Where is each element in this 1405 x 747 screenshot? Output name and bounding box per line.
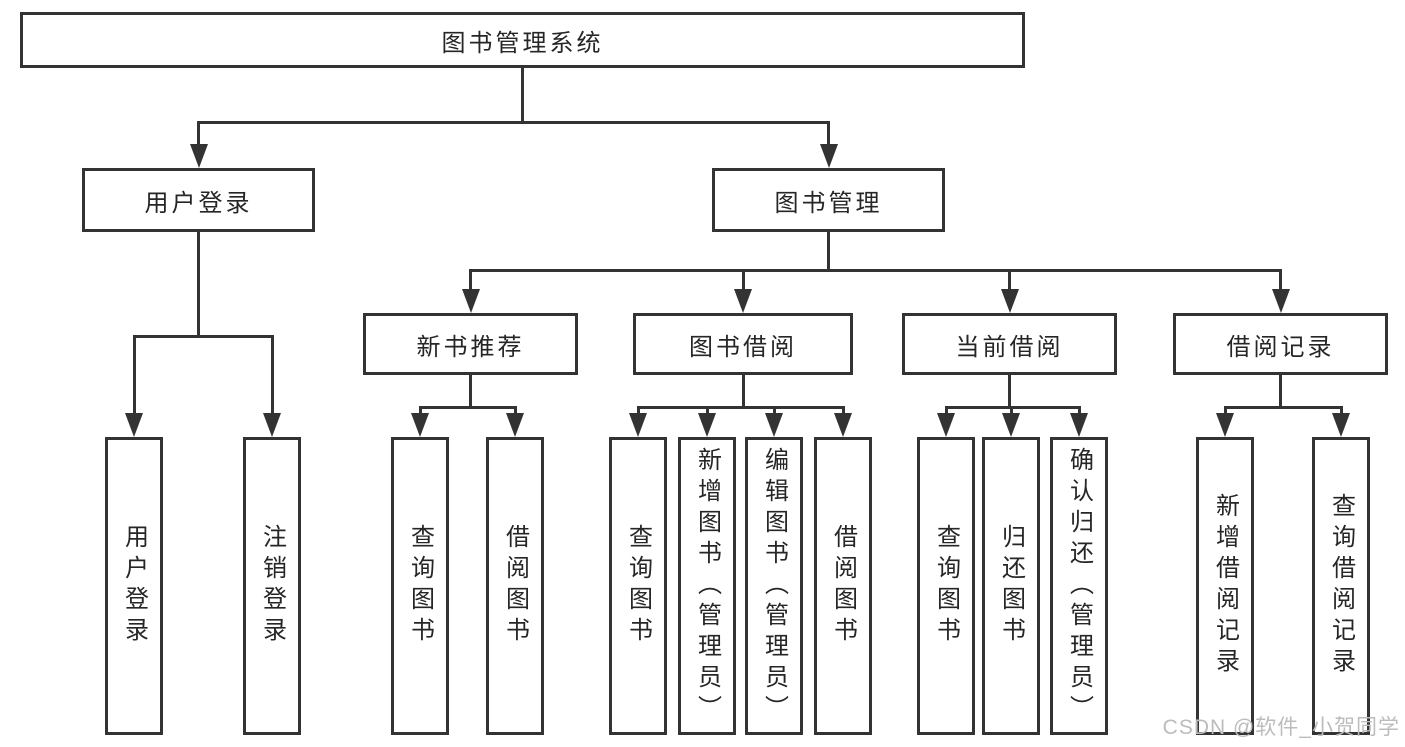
connector-line: [1009, 407, 1013, 417]
connector-arrowhead: [937, 413, 955, 437]
node-cur-return: 归还图书: [982, 437, 1040, 735]
node-root: 图书管理系统: [20, 12, 1025, 68]
node-label: 借阅图书: [829, 524, 857, 648]
node-cur-query: 查询图书: [917, 437, 975, 735]
connector-line: [741, 270, 745, 293]
connector-arrowhead: [734, 289, 752, 313]
connector-line: [197, 120, 830, 124]
connector-arrowhead: [1332, 413, 1350, 437]
node-label: 新书推荐: [416, 333, 525, 361]
node-label: 用户登录: [144, 189, 253, 217]
connector-arrowhead: [1070, 413, 1088, 437]
connector-line: [827, 232, 830, 272]
connector-line: [944, 407, 948, 417]
connector-arrowhead: [1271, 289, 1290, 313]
node-recs-query: 查询借阅记录: [1312, 437, 1370, 735]
connector-line: [1223, 407, 1227, 417]
node-current: 当前借阅: [902, 313, 1117, 375]
node-recommend: 新书推荐: [363, 313, 578, 375]
node-rec-borrow: 借阅图书: [486, 437, 544, 735]
connector-line: [418, 407, 422, 417]
node-login-logout: 注销登录: [243, 437, 301, 735]
connector-line: [636, 405, 845, 409]
node-label: 借阅记录: [1226, 333, 1335, 361]
connector-line: [521, 68, 524, 124]
connector-line: [418, 405, 517, 409]
connector-line: [772, 407, 776, 417]
node-label: 用户登录: [120, 524, 148, 648]
connector-line: [513, 407, 517, 417]
connector-line: [1279, 375, 1282, 409]
node-borrow: 图书借阅: [633, 313, 853, 375]
node-label: 图书管理系统: [441, 29, 604, 57]
connector-arrowhead: [461, 289, 480, 313]
node-cur-confirm: 确认归还（管理员）: [1050, 437, 1108, 735]
connector-line: [1077, 407, 1081, 417]
connector-line: [1008, 375, 1011, 409]
node-label: 新增图书（管理员）: [693, 446, 721, 726]
node-label: 借阅图书: [501, 524, 529, 648]
node-label: 图书管理: [774, 189, 883, 217]
connector-line: [1008, 270, 1011, 293]
node-label: 图书借阅: [689, 333, 797, 361]
connector-arrowhead: [698, 413, 716, 437]
node-borrow-lend: 借阅图书: [814, 437, 872, 735]
connector-line: [944, 405, 1081, 409]
node-label: 归还图书: [997, 524, 1025, 648]
node-mgmt: 图书管理: [712, 168, 945, 232]
node-recs-add: 新增借阅记录: [1196, 437, 1254, 735]
node-login: 用户登录: [82, 168, 315, 232]
connector-line: [469, 270, 472, 293]
connector-arrowhead: [834, 413, 852, 437]
node-borrow-edit: 编辑图书（管理员）: [745, 437, 803, 735]
connector-arrowhead: [1002, 413, 1020, 437]
node-label: 编辑图书（管理员）: [760, 446, 788, 726]
connector-line: [132, 334, 274, 338]
node-label: 当前借阅: [955, 333, 1064, 361]
connector-line: [636, 407, 640, 417]
connector-arrowhead: [765, 413, 783, 437]
connector-arrowhead: [411, 413, 429, 437]
node-rec-query: 查询图书: [391, 437, 449, 735]
connector-line: [469, 375, 472, 409]
connector-line: [841, 407, 845, 417]
connector-line: [1223, 405, 1343, 409]
connector-arrowhead: [1000, 289, 1019, 313]
node-records: 借阅记录: [1173, 313, 1388, 375]
connector-arrowhead: [629, 413, 647, 437]
connector-line: [1339, 407, 1343, 417]
connector-arrowhead: [819, 144, 838, 168]
connector-arrowhead: [125, 413, 143, 437]
node-label: 新增借阅记录: [1211, 493, 1239, 679]
node-borrow-add: 新增图书（管理员）: [678, 437, 736, 735]
connector-line: [469, 268, 1282, 272]
connector-line: [827, 122, 830, 148]
node-label: 查询图书: [624, 524, 652, 648]
connector-line: [132, 336, 136, 417]
node-label: 查询图书: [406, 524, 434, 648]
node-login-user: 用户登录: [105, 437, 163, 735]
node-label: 注销登录: [258, 524, 286, 648]
connector-arrowhead: [1216, 413, 1234, 437]
connector-line: [197, 122, 200, 148]
connector-line: [197, 232, 200, 338]
connector-line: [741, 375, 745, 409]
node-borrow-query: 查询图书: [609, 437, 667, 735]
connector-line: [705, 407, 709, 417]
connector-arrowhead: [189, 144, 208, 168]
node-label: 查询借阅记录: [1327, 493, 1355, 679]
node-label: 确认归还（管理员）: [1065, 446, 1093, 726]
connector-arrowhead: [263, 413, 281, 437]
connector-arrowhead: [506, 413, 524, 437]
node-label: 查询图书: [932, 524, 960, 648]
connector-line: [1279, 270, 1282, 293]
connector-line: [270, 336, 274, 417]
